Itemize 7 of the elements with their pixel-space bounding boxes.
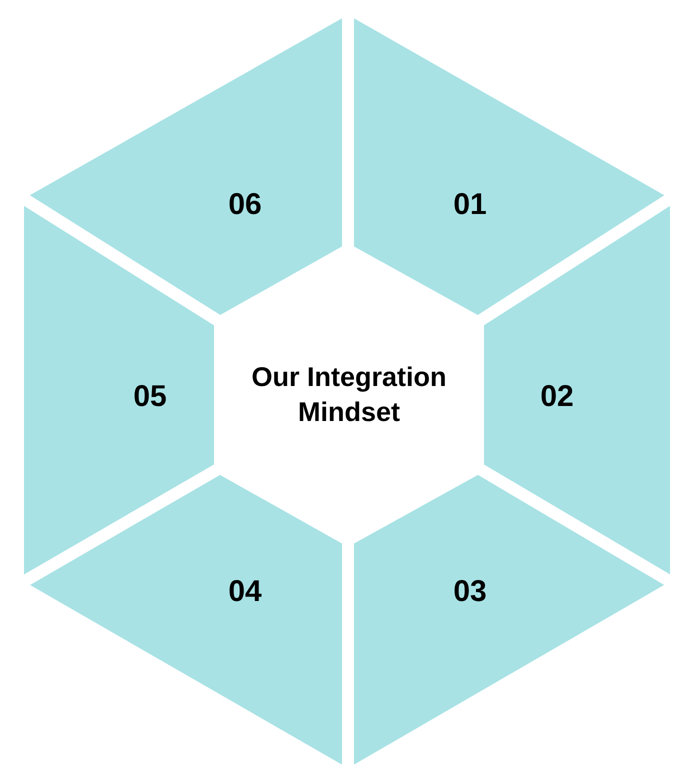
- segment-number: 03: [453, 575, 487, 609]
- center-title: Our Integration Mindset: [250, 360, 448, 429]
- segment-number: 02: [540, 380, 574, 414]
- segment-number: 05: [133, 380, 167, 414]
- segment-number: 01: [453, 188, 487, 222]
- segment-number: 04: [228, 575, 262, 609]
- segment-number: 06: [228, 188, 262, 222]
